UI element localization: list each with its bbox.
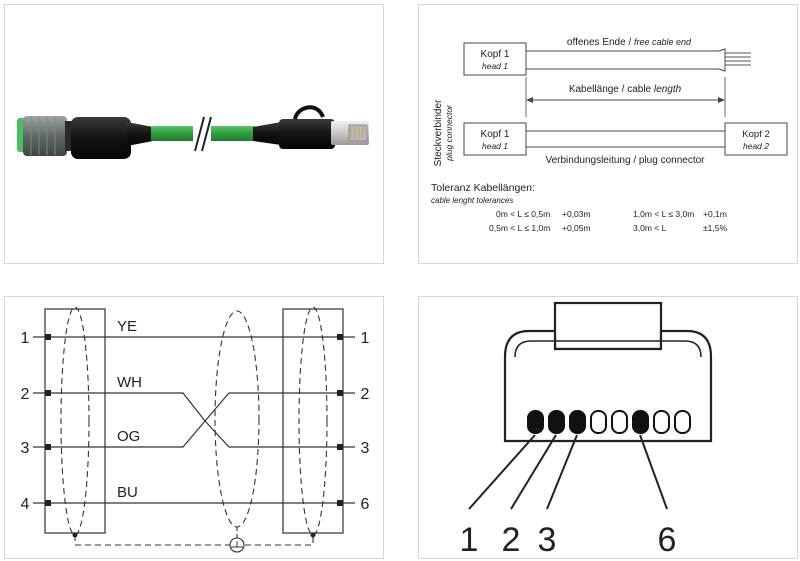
- tolerance-subtitle: cable lenght tolerances: [431, 196, 513, 205]
- tolerance-row: 0,5m < L ≤ 1,0m +0,05m 3,0m < L ±1,5%: [489, 223, 727, 233]
- head1-label-en-bottom: head 1: [482, 141, 508, 151]
- tolerance-value: +0,05m: [562, 223, 591, 233]
- wire-color-label: BU: [117, 484, 138, 501]
- rj45-contacts: [527, 410, 691, 434]
- right-pin-label: 3: [361, 440, 370, 457]
- right-connector-box: [282, 308, 344, 534]
- rj45-connector: [253, 105, 369, 149]
- rj45-pinout: 1 2 3 6: [460, 301, 713, 558]
- pin-number-label: 2: [502, 521, 521, 558]
- cable-shield: [214, 310, 260, 528]
- head1-label-de-top: Kopf 1: [481, 49, 510, 60]
- head1-box-bottom: [463, 122, 527, 156]
- head1-box-top: [463, 42, 527, 76]
- left-pin-label: 3: [21, 440, 30, 457]
- tolerance-row: 0m < L ≤ 0,5m +0,03m 1,0m < L ≤ 3,0m +0,…: [496, 209, 727, 219]
- pin-number-label: 3: [538, 521, 557, 558]
- tolerance-range: 1,0m < L ≤ 3,0m: [633, 209, 694, 219]
- pin-number-label: 6: [658, 521, 677, 558]
- pin-number-label: 1: [460, 521, 479, 558]
- green-cable: [151, 116, 255, 152]
- tolerance-value: ±1,5%: [703, 223, 727, 233]
- tolerance-range: 0m < L ≤ 0,5m: [496, 209, 550, 219]
- left-connector-box: [44, 308, 106, 534]
- tolerance-title: Toleranz Kabellängen:: [431, 182, 535, 194]
- free-end-label: offenes Ende / free cable end: [567, 37, 692, 48]
- side-label-de: Steckverbinder: [433, 99, 444, 166]
- head2-box: [724, 122, 788, 156]
- wiring-diagram-panel: 1 2 3 4 1 2 3 6 YE WH OG BU: [4, 296, 384, 559]
- wire-color-label: WH: [117, 374, 142, 391]
- left-pin-label: 1: [21, 330, 30, 347]
- tolerance-value: +0,1m: [703, 209, 727, 219]
- m12-connector: [17, 116, 153, 159]
- rj45-latch: [553, 301, 663, 351]
- dimension-diagram-panel: Steckverbinder plug connector Kopf 1 hea…: [418, 4, 798, 264]
- wire-color-label: OG: [117, 428, 140, 445]
- right-pin-label: 1: [361, 330, 370, 347]
- tolerance-range: 3,0m < L: [633, 223, 667, 233]
- length-label: Kabellänge / cable length: [569, 84, 682, 95]
- connection-label: Verbindungsleitung / plug connector: [545, 155, 705, 166]
- left-pin-label: 2: [21, 386, 30, 403]
- wire-color-label: YE: [117, 318, 137, 335]
- head2-label-en: head 2: [743, 141, 769, 151]
- head1-label-en-top: head 1: [482, 61, 508, 71]
- side-label-en: plug connector: [444, 104, 454, 162]
- dimension-diagram: Steckverbinder plug connector Kopf 1 hea…: [431, 37, 788, 233]
- right-shield: [298, 306, 328, 536]
- cable-illustration: [17, 105, 369, 159]
- right-pin-label: 6: [361, 496, 370, 513]
- tolerance-value: +0,03m: [562, 209, 591, 219]
- left-pin-label: 4: [21, 496, 30, 513]
- head1-label-de-bottom: Kopf 1: [481, 129, 510, 140]
- right-pin-label: 2: [361, 386, 370, 403]
- wiring-diagram: 1 2 3 4 1 2 3 6 YE WH OG BU: [21, 306, 370, 553]
- product-image-panel: [4, 4, 384, 264]
- rj45-pinout-panel: 1 2 3 6: [418, 296, 798, 559]
- tolerance-range: 0,5m < L ≤ 1,0m: [489, 223, 550, 233]
- head2-label-de: Kopf 2: [742, 129, 769, 140]
- left-shield: [60, 306, 90, 536]
